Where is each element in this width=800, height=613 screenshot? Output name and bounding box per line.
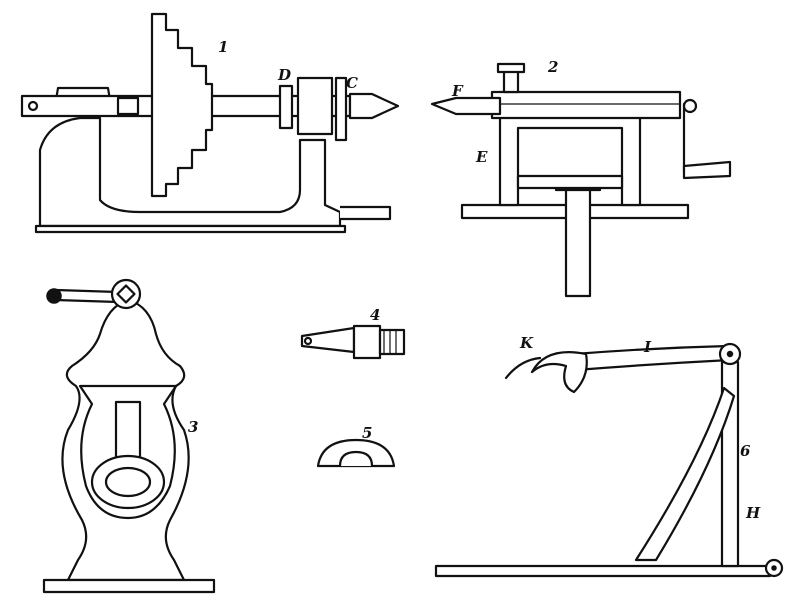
fig2-label-e: E: [475, 148, 488, 166]
fig4-thread-teeth: [383, 330, 397, 354]
fig2-slide: [490, 90, 682, 120]
fig2-label-f: F: [451, 82, 464, 100]
fig1-spindle-eye: [27, 100, 39, 112]
fig2-frame-crossbar: [516, 174, 624, 190]
fig6-hook-tip: [504, 356, 542, 380]
fig1-spindle-collar: [116, 96, 140, 116]
fig6-hook: [530, 351, 588, 394]
fig5-washer-slot: [338, 450, 374, 467]
fig4-collar: [352, 324, 382, 360]
fig2-frame: [498, 110, 642, 207]
fig1-bed-foot: [34, 224, 347, 234]
fig3-number-label: 3: [188, 418, 198, 436]
fig4-number-label: 4: [370, 306, 380, 324]
fig3-crank-square: [116, 284, 136, 304]
figure-3-standard: 3: [42, 278, 216, 594]
fig4-eye: [303, 336, 313, 346]
fig6-pivot-pin: [726, 350, 734, 358]
fig1-centre-point: [348, 92, 400, 120]
fig6-label-h: H: [745, 504, 761, 522]
fig2-cutting-tool: [430, 96, 502, 116]
fig3-crank-arm: [54, 288, 120, 304]
figure-2-slide-rest: 2 F E: [430, 58, 732, 298]
fig3-crank-knob: [46, 288, 62, 304]
fig3-inner-ring-inner: [104, 466, 152, 498]
fig1-number-label: 1: [218, 38, 228, 56]
fig3-base-plate: [42, 578, 216, 594]
fig2-column: [564, 178, 592, 298]
fig2-crank-hub: [682, 98, 698, 114]
fig1-label-d: D: [277, 66, 291, 84]
fig2-number-label: 2: [547, 58, 558, 76]
fig1-collar-c: [334, 76, 348, 142]
fig1-label-c: C: [346, 74, 358, 92]
fig1-right-bearing: [296, 76, 334, 136]
fig6-number-label: 6: [740, 442, 751, 460]
figure-6-treadle: 6 K I H: [434, 334, 784, 578]
fig6-lever-arm: [572, 344, 732, 372]
fig6-curved-brace: [634, 386, 736, 562]
fig1-bed-extension: [340, 205, 392, 221]
fig1-collar-d: [278, 84, 294, 130]
figure-1-lathe-head: 1 D C: [20, 12, 400, 234]
fig5-number-label: 5: [362, 424, 372, 442]
fig6-label-k: K: [519, 334, 534, 352]
fig2-crank-handle: [682, 160, 732, 180]
fig2-clamp-head: [496, 62, 526, 74]
figure-4-threaded-centre: 4: [300, 306, 406, 360]
fig6-label-i: I: [643, 338, 652, 356]
fig1-stepped-pulley: [150, 12, 214, 198]
fig1-bed: [38, 116, 342, 228]
fig6-footboard: [434, 564, 772, 578]
fig6-foot-roller-axle: [771, 565, 777, 571]
figure-5-washer: 5: [316, 424, 396, 468]
